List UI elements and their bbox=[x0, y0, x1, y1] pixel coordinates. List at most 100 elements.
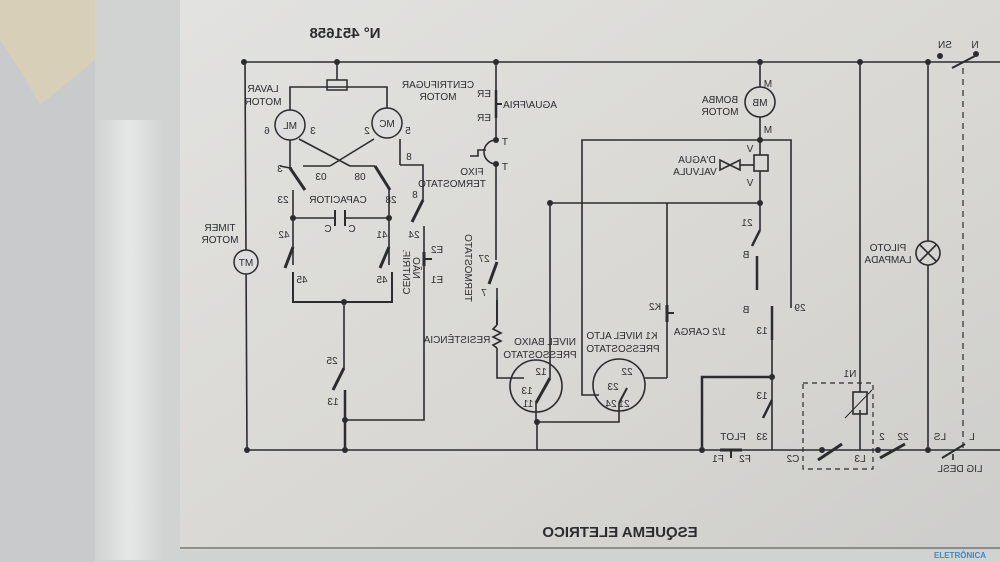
motor-lavar-symbol bbox=[274, 109, 306, 141]
lampada-label: LAMPADA bbox=[864, 255, 911, 266]
terminal-label: N1 bbox=[843, 369, 856, 380]
termostato-fixo-label: TERMOSTATO bbox=[418, 179, 486, 190]
mt-label: MT bbox=[239, 258, 253, 269]
terminal-label: 6 bbox=[264, 126, 270, 137]
terminal-label: B bbox=[742, 250, 749, 261]
terminal-label: 22 bbox=[621, 367, 633, 378]
terminal-label: 29 bbox=[794, 303, 806, 314]
terminal-label: K2 bbox=[648, 302, 661, 313]
meia-carga-label: 1/2 CARGA bbox=[674, 327, 727, 338]
terminal-label: 33 bbox=[756, 432, 768, 443]
terminal-label: E1 bbox=[430, 275, 443, 286]
terminal-label: 3 bbox=[310, 126, 316, 137]
terminal-label: 42 bbox=[278, 230, 290, 241]
serial-number: N° 451658 bbox=[309, 25, 380, 42]
terminal-label: 13 bbox=[327, 397, 339, 408]
terminal-label: E2 bbox=[430, 245, 443, 256]
nao-centrif-label: NÃO bbox=[410, 257, 423, 279]
terminal-label: 12 bbox=[535, 367, 547, 378]
terminal-label: 23 bbox=[277, 195, 289, 206]
lampada-label: PILOTO bbox=[870, 243, 907, 254]
terminal-label: 45 bbox=[296, 275, 308, 286]
terminal-label: F2 bbox=[739, 454, 751, 465]
terminal-label: 21 bbox=[741, 218, 753, 229]
terminal-label: 27 bbox=[478, 254, 490, 265]
pressostato-alto-label: PRESSOSTATO bbox=[586, 344, 660, 355]
terminal-label: F1 bbox=[712, 454, 724, 465]
pressostato-baixo-label: NIVEL BAIXO bbox=[514, 337, 576, 348]
pressostato-alto-label: K1 NIVEL ALTO bbox=[586, 331, 657, 342]
motor-centrifugar-symbol bbox=[371, 107, 403, 139]
terminal-label: LS bbox=[934, 432, 947, 443]
flot-label: FLOT bbox=[720, 432, 746, 443]
motor-lavar-label: LAVAR bbox=[247, 84, 278, 95]
terminal-label: 24 bbox=[605, 399, 617, 410]
terminal-label: 8 bbox=[406, 152, 412, 163]
motor-timer-label: MOTOR bbox=[201, 235, 238, 246]
terminal-label: 22 bbox=[897, 432, 909, 443]
terminal-label: C bbox=[348, 224, 355, 235]
terminal-label: C2 bbox=[786, 454, 799, 465]
terminal-label: V bbox=[746, 178, 753, 189]
document-title: ESQUEMA ELETRICO bbox=[542, 524, 698, 541]
terminal-label: 3 bbox=[277, 164, 283, 175]
motor-centrifugar-label: MOTOR bbox=[419, 92, 456, 103]
resistencia-label: RESISTÊNCIA bbox=[423, 333, 490, 346]
motor-timer-symbol bbox=[233, 249, 259, 275]
terminal-label: 08 bbox=[354, 172, 366, 183]
mc-label: MC bbox=[379, 119, 395, 130]
terminal-label: ER bbox=[477, 113, 491, 124]
terminal-label: 45 bbox=[376, 275, 388, 286]
terminal-label: 13 bbox=[756, 326, 768, 337]
terminal-label: 28 bbox=[385, 195, 397, 206]
plastic-glare bbox=[95, 120, 165, 560]
capacitor-label: CAPACITOR bbox=[309, 195, 366, 206]
terminal-label: C bbox=[324, 224, 331, 235]
terminal-label: M bbox=[764, 79, 772, 90]
terminal-label: 13 bbox=[521, 386, 533, 397]
termostato-label: TERMOSTATO bbox=[462, 234, 473, 302]
terminal-label: SN bbox=[938, 40, 952, 51]
motor-bomba-label: BOMBA bbox=[702, 95, 738, 106]
agua-fria-label: AGUA/FRIA bbox=[503, 100, 557, 111]
terminal-label: 13 bbox=[756, 391, 768, 402]
motor-timer-label: TIMER bbox=[204, 223, 235, 234]
terminal-label: ER bbox=[477, 89, 491, 100]
terminal-label: 24 bbox=[408, 230, 420, 241]
terminal-label: 25 bbox=[326, 356, 338, 367]
overload-protector bbox=[326, 79, 348, 91]
terminal-label: L bbox=[969, 432, 975, 443]
terminal-label: T bbox=[502, 162, 508, 173]
terminal-label: 23 bbox=[607, 382, 619, 393]
terminal-label: 21 bbox=[618, 399, 630, 410]
terminal-label: 41 bbox=[376, 230, 388, 241]
watermark-logo: ELETRÔNICA bbox=[934, 551, 986, 560]
terminal-label: T bbox=[502, 137, 508, 148]
terminal-label: 11 bbox=[522, 399, 533, 410]
terminal-label: 2 bbox=[879, 432, 885, 443]
mb-label: MB bbox=[752, 98, 767, 109]
terminal-label: M bbox=[764, 125, 772, 136]
valvula-label: D'AGUA bbox=[678, 155, 716, 166]
terminal-label: L3 bbox=[854, 454, 866, 465]
pressostato-baixo-label: PRESSOSTATO bbox=[503, 350, 577, 361]
paper-sheet bbox=[180, 0, 1000, 550]
terminal-label: B bbox=[742, 305, 749, 316]
terminal-label: 7 bbox=[481, 288, 487, 299]
terminal-label: N bbox=[971, 40, 978, 51]
motor-bomba-label: MOTOR bbox=[701, 107, 738, 118]
terminal-label: 2 bbox=[364, 126, 370, 137]
motor-lavar-label: MOTOR bbox=[244, 97, 281, 108]
motor-centrifugar-label: CENTRIFUGAR bbox=[402, 80, 474, 91]
termostato-fixo-label: FIXO bbox=[460, 167, 484, 178]
lig-desl-label: LIG DESL bbox=[937, 464, 982, 475]
junction-dots bbox=[241, 51, 979, 453]
ml-label: ML bbox=[283, 121, 297, 132]
valvula-label: VALVULA bbox=[673, 167, 717, 178]
nao-centrif-label: CENTRIF. bbox=[400, 250, 411, 295]
terminal-label: 8 bbox=[412, 190, 418, 201]
tape-piece bbox=[0, 0, 95, 105]
terminal-label: V bbox=[746, 144, 753, 155]
